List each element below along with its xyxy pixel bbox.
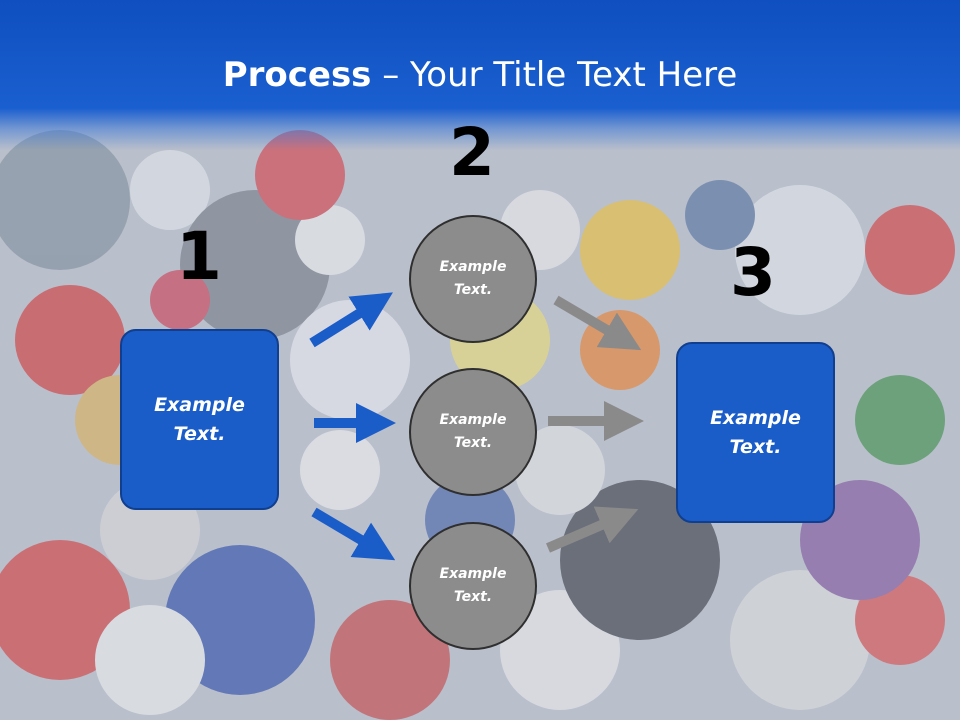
title-bold: Process bbox=[222, 55, 372, 95]
circle-bottom-line1: Example bbox=[439, 566, 507, 582]
step-number-3: 3 bbox=[730, 234, 776, 311]
arrow-blue-down bbox=[311, 507, 396, 561]
step-number-1: 1 bbox=[176, 218, 222, 295]
circle-middle-line1: Example bbox=[439, 412, 507, 428]
circle-top-line2: Text. bbox=[453, 282, 493, 298]
title-bar bbox=[0, 0, 960, 150]
arrow-gray-down bbox=[553, 295, 642, 351]
right-box-line2: Text. bbox=[729, 435, 782, 458]
circle-top-line1: Example bbox=[439, 259, 507, 275]
page-title: Process – Your Title Text Here bbox=[0, 52, 960, 98]
circle-bottom-line2: Text. bbox=[453, 589, 493, 605]
right-box-line1: Example bbox=[710, 406, 801, 429]
step-number-2: 2 bbox=[449, 114, 495, 191]
left-box-line1: Example bbox=[154, 393, 245, 416]
title-rest: – Your Title Text Here bbox=[371, 55, 738, 95]
left-box-line2: Text. bbox=[173, 422, 226, 445]
circle-middle-line2: Text. bbox=[453, 435, 493, 451]
arrow-blue-up bbox=[309, 292, 393, 348]
arrow-gray-up bbox=[546, 506, 639, 553]
